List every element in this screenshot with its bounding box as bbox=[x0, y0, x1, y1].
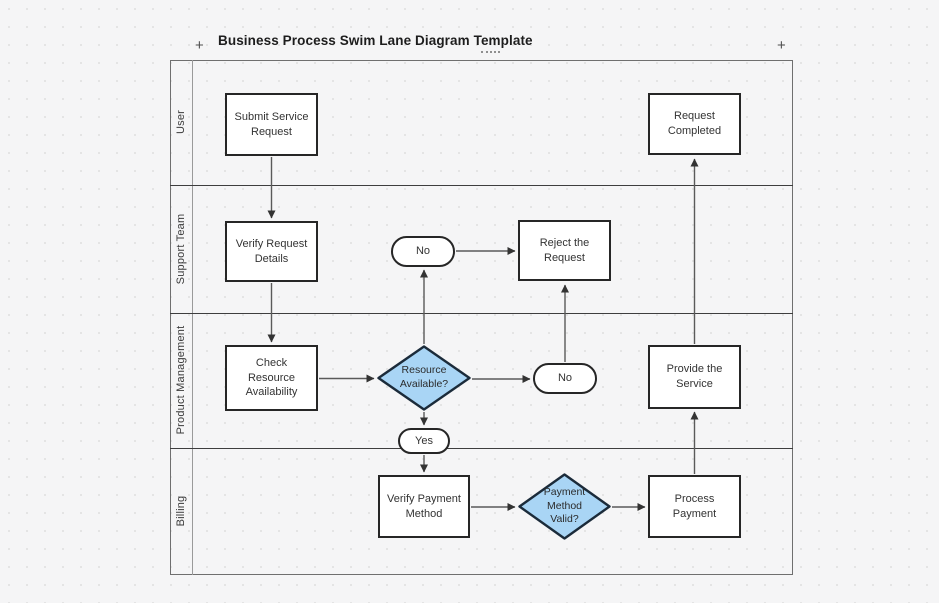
node-payment-method-valid-decision[interactable]: Payment Method Valid? bbox=[518, 473, 611, 540]
node-no-top[interactable]: No bbox=[391, 236, 455, 267]
node-verify-payment-method[interactable]: Verify Payment Method bbox=[378, 475, 470, 538]
diamond-shape bbox=[377, 345, 471, 411]
node-request-completed[interactable]: Request Completed bbox=[648, 93, 741, 155]
add-shape-handle-left[interactable]: + bbox=[195, 37, 204, 54]
lane-divider-3 bbox=[170, 448, 793, 449]
title-edit-dots bbox=[481, 47, 500, 53]
node-yes[interactable]: Yes bbox=[398, 428, 450, 454]
node-reject-the-request[interactable]: Reject the Request bbox=[518, 220, 611, 281]
lane-label-divider bbox=[192, 60, 193, 575]
decision-label: Resource Available? bbox=[399, 364, 449, 390]
node-check-resource-availability[interactable]: Check Resource Availability bbox=[225, 345, 318, 411]
node-submit-service-request[interactable]: Submit Service Request bbox=[225, 93, 318, 156]
node-provide-the-service[interactable]: Provide the Service bbox=[648, 345, 741, 409]
add-shape-handle-right[interactable]: + bbox=[777, 37, 786, 54]
node-resource-available-decision[interactable]: Resource Available? bbox=[377, 345, 471, 411]
swimlane-frame[interactable] bbox=[170, 60, 793, 575]
diagram-title[interactable]: Business Process Swim Lane Diagram Templ… bbox=[218, 33, 533, 48]
node-process-payment[interactable]: Process Payment bbox=[648, 475, 741, 538]
lane-divider-1 bbox=[170, 185, 793, 186]
decision-label: Payment Method Valid? bbox=[543, 486, 586, 526]
node-no-right[interactable]: No bbox=[533, 363, 597, 394]
lane-divider-2 bbox=[170, 313, 793, 314]
node-verify-request-details[interactable]: Verify Request Details bbox=[225, 221, 318, 282]
diamond-shape bbox=[518, 473, 611, 540]
